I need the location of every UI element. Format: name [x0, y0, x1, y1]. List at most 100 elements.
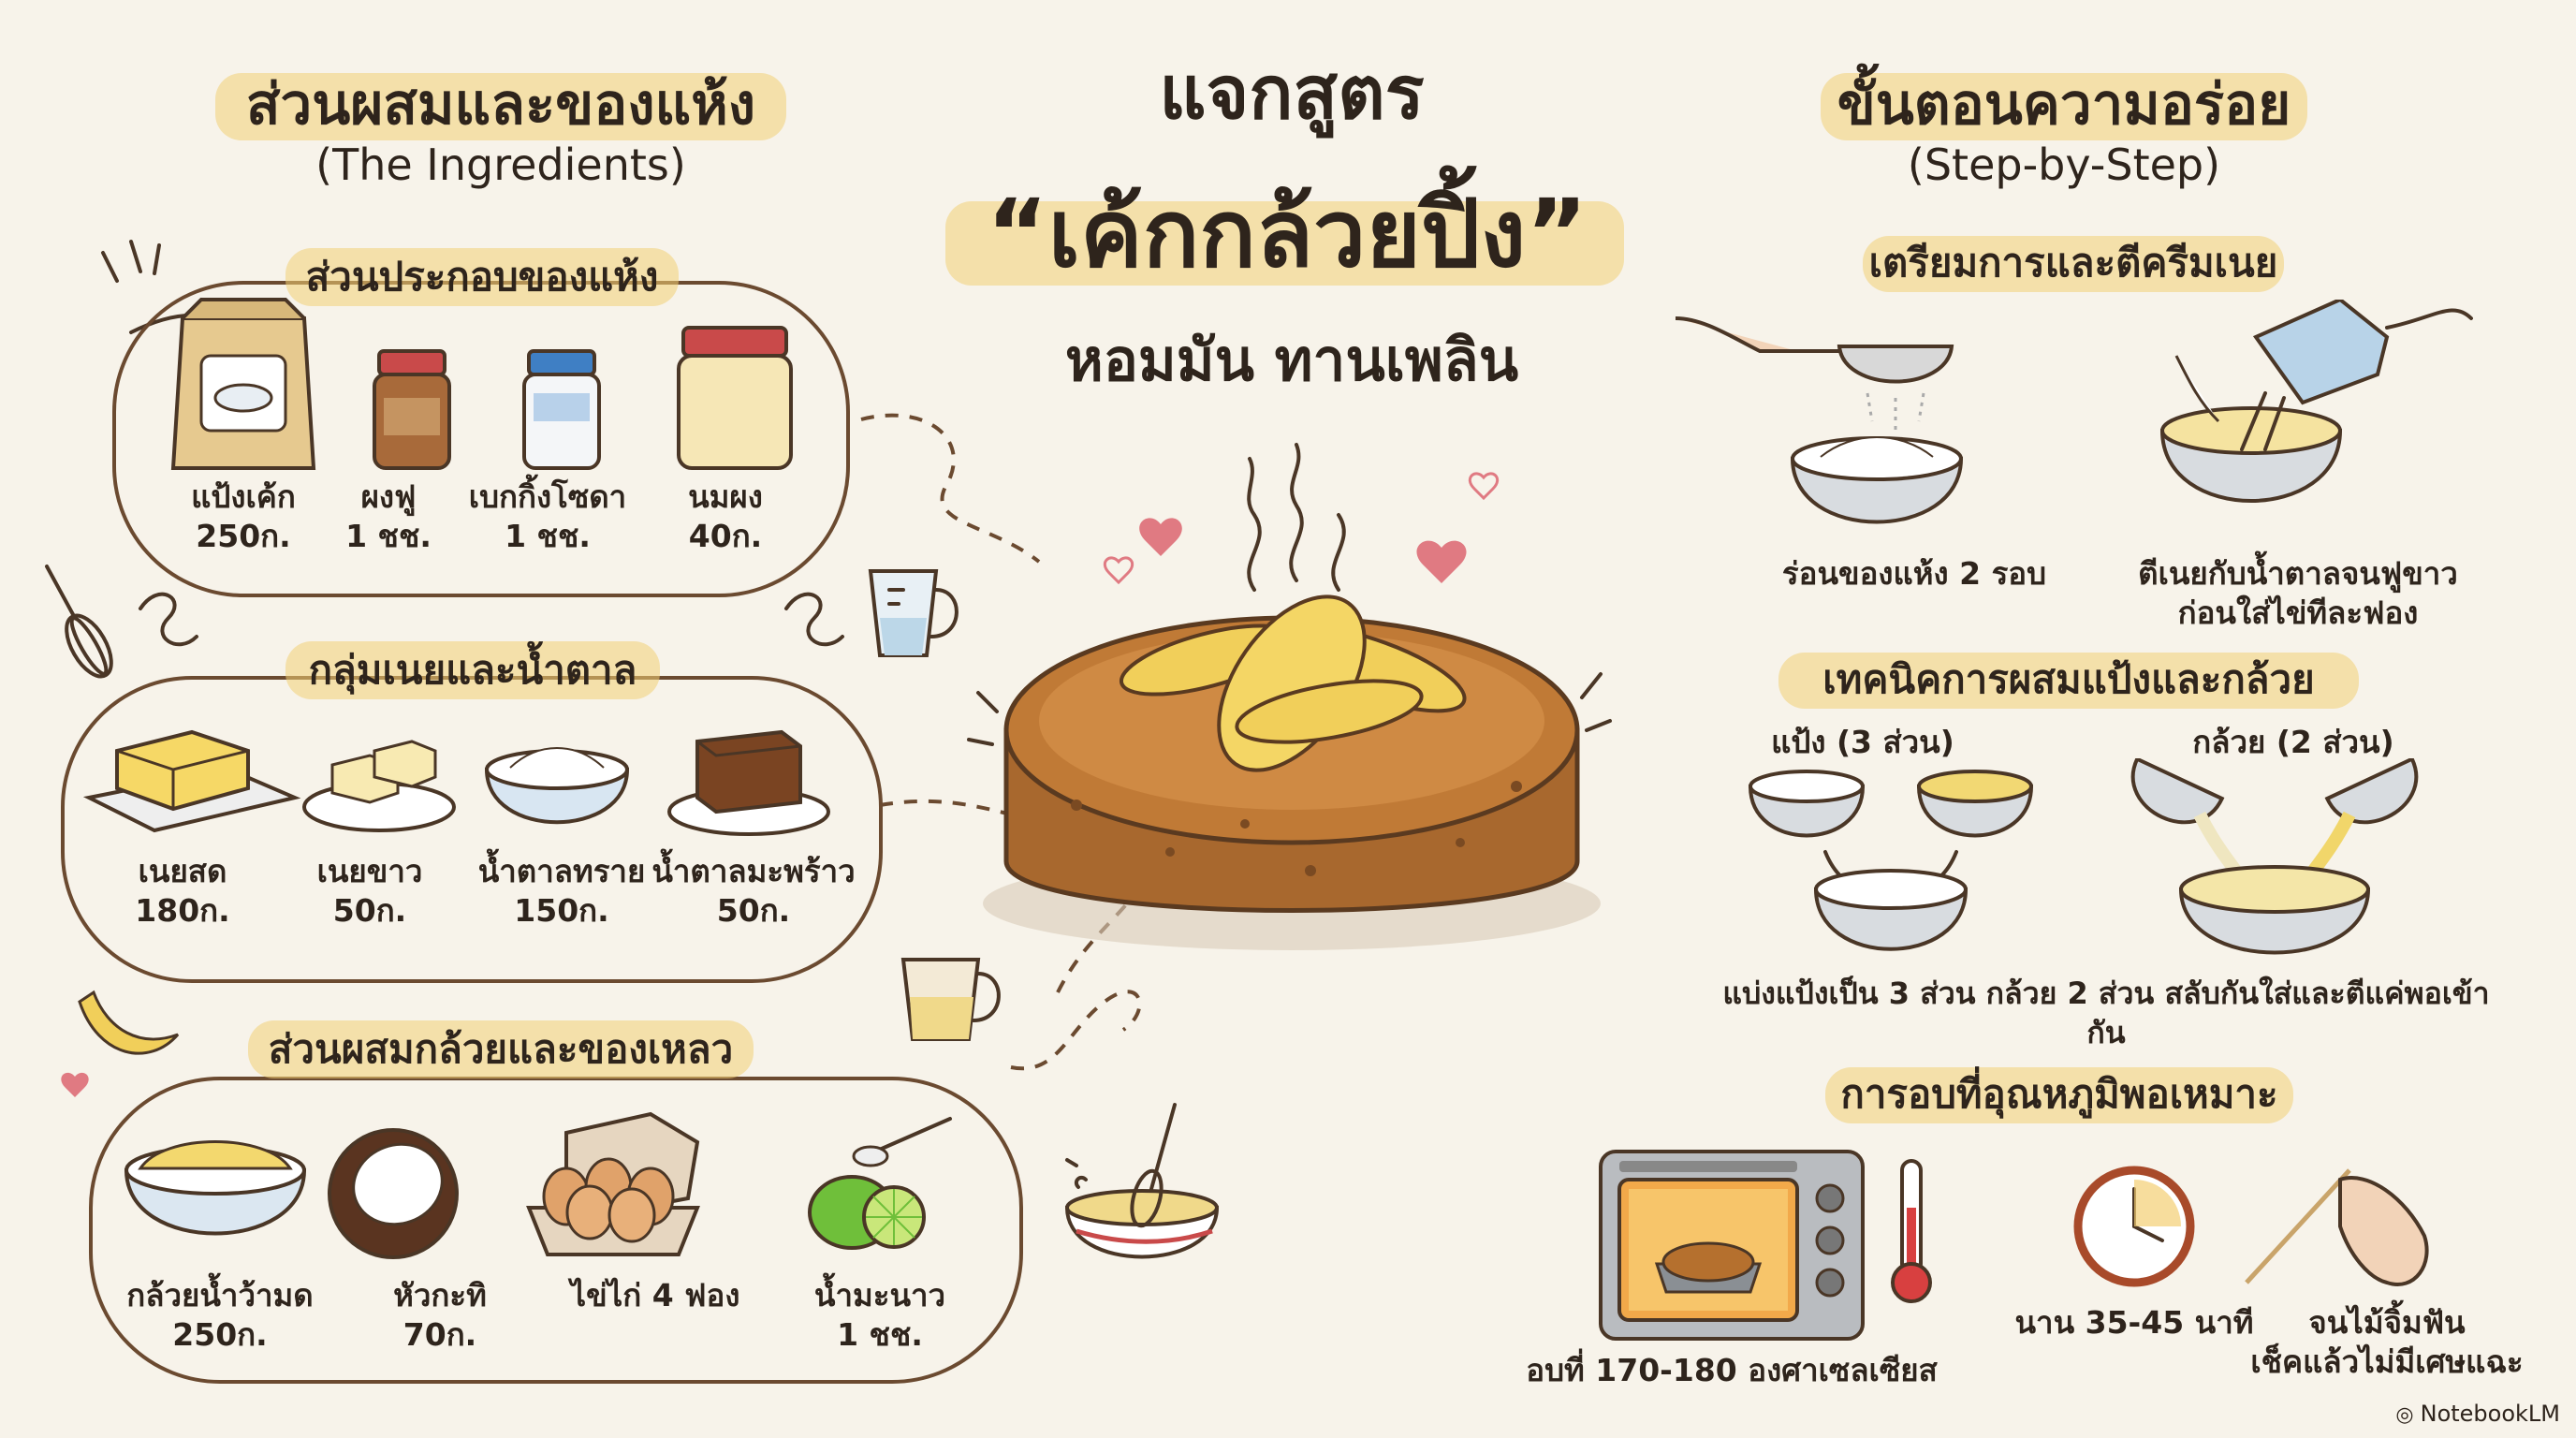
flour-parts-label: แป้ง (3 ส่วน): [1771, 724, 1954, 760]
butter-sugar-title: กลุ่มเนยและน้ำตาล: [308, 647, 637, 693]
connector-bottom: [1010, 990, 1142, 1071]
item-amount: 150ก.: [514, 892, 609, 929]
connector-top: [860, 413, 1041, 564]
item-name: เนยขาว: [316, 853, 423, 889]
connector-middle: [879, 799, 1012, 816]
item-amount: 50ก.: [716, 892, 791, 929]
mixing-bowl-icon: [2130, 758, 2419, 955]
item-name: กล้วยน้ำว้ามด: [126, 1277, 314, 1313]
item-name: นมผง: [688, 478, 763, 515]
ingredients-heading-highlight: [215, 73, 786, 140]
banana-cake-icon: [967, 443, 1612, 950]
bake-icons: [1599, 1150, 2429, 1341]
notebook-icon: ◎: [2395, 1403, 2421, 1427]
item-amount: 50ก.: [332, 892, 407, 929]
butter-icon: [82, 729, 301, 833]
milk-powder-jar-icon: [677, 326, 793, 470]
title-line3: หอมมัน ทานเพลิน: [1064, 326, 1519, 394]
title-line2: “เค้กกล้วยปิ้ง”: [987, 179, 1588, 288]
item-amount: 250ก.: [196, 518, 291, 554]
mix-icons: [1748, 758, 2419, 955]
item-name: เบกกิ้งโซดา: [468, 478, 627, 515]
banana-liquid-icons: [124, 1111, 952, 1259]
dry-ingredients-title: ส่วนประกอบของแห้ง: [305, 254, 659, 300]
prep-right-caption-2: ก่อนใส่ไข่ทีละฟอง: [2177, 594, 2419, 631]
thermometer-icon: [1891, 1159, 1932, 1303]
egg-carton-icon: [526, 1111, 700, 1256]
measuring-cup-icon: [900, 958, 1001, 1041]
item-amount: 70ก.: [402, 1316, 477, 1353]
whisk-icon: [45, 565, 113, 679]
ingredients-heading-en: (The Ingredients): [315, 139, 686, 190]
prep-title: เตรียมการและตีครีมเนย: [1868, 240, 2278, 286]
butter-title-highlight: [285, 641, 660, 699]
clock-icon: [2073, 1166, 2195, 1287]
mashed-banana-bowl-icon: [124, 1140, 307, 1236]
item-name: หัวกะทิ: [393, 1277, 487, 1313]
bake-temp-caption: อบที่ 170-180 องศาเซลเซียส: [1526, 1352, 1938, 1388]
heart-icon: [1416, 540, 1467, 583]
brand-label: ◎ NotebookLM: [2392, 1400, 2560, 1430]
palm-sugar-icon: [667, 729, 830, 836]
prep-right-caption-1: ตีเนยกับน้ำตาลจนฟูขาว: [2138, 555, 2458, 592]
butter-sugar-icons: [82, 729, 830, 836]
item-name: ไข่ไก่ 4 ฟอง: [570, 1277, 740, 1313]
banana-liquid-panel: [89, 1077, 1023, 1384]
sugar-bowl-icon: [484, 747, 630, 825]
item-amount: 250ก.: [172, 1316, 268, 1353]
mix-title-highlight: [1778, 653, 2359, 709]
shortening-icon: [302, 740, 456, 832]
prep-icons: [1675, 300, 2473, 524]
item-name: แป้งเค้ก: [191, 478, 296, 515]
heart-icon: [1139, 518, 1182, 556]
item-name: น้ำตาลมะพร้าว: [651, 853, 856, 889]
item-name: น้ำมะนาว: [813, 1277, 946, 1313]
soda-jar-icon: [522, 349, 601, 470]
doodle-left: [139, 592, 198, 647]
item-amount: 1 ชช.: [837, 1316, 923, 1353]
title-highlight: [945, 201, 1624, 286]
banana-icon: [78, 990, 180, 1055]
hand-mixer-icon: [2159, 300, 2473, 503]
brand-text: NotebookLM: [2420, 1401, 2560, 1427]
heart-icon: [1468, 472, 1500, 501]
bake-time-caption: นาน 35-45 นาที: [2014, 1304, 2254, 1341]
spice-jar-icon: [373, 349, 451, 470]
banana-liquid-title: ส่วนผสมกล้วยและของเหลว: [268, 1026, 734, 1072]
item-name: ผงฟู: [360, 478, 417, 515]
toothpick-icon: [2245, 1168, 2429, 1286]
dry-ingredient-icons: [170, 298, 793, 470]
mix-caption: แบ่งแป้งเป็น 3 ส่วน กล้วย 2 ส่วน สลับกัน…: [1722, 976, 2490, 1050]
item-amount: 180ก.: [135, 892, 230, 929]
title-line1: แจกสูตร: [1159, 51, 1425, 136]
prep-left-caption: ร่อนของแห้ง 2 รอบ: [1781, 555, 2047, 592]
heart-icon: [61, 1072, 89, 1097]
flour-bag-icon: [170, 298, 316, 470]
heart-icon: [1103, 556, 1134, 585]
dry-title-highlight: [285, 248, 679, 306]
sieve-icon: [1675, 316, 1954, 431]
bowl-icon: [1916, 770, 2034, 838]
item-amount: 1 ชช.: [345, 518, 432, 554]
bowl-icon: [1790, 436, 1964, 524]
prep-title-highlight: [1863, 236, 2284, 292]
bake-title-highlight: [1825, 1067, 2293, 1123]
steps-heading-en: (Step-by-Step): [1907, 139, 2221, 190]
banana-parts-label: กล้วย (2 ส่วน): [2192, 724, 2394, 760]
doodle-right: [784, 592, 844, 647]
measuring-cup-icon: [868, 569, 959, 657]
steps-heading-highlight: [1821, 73, 2307, 140]
coconut-icon: [328, 1128, 459, 1259]
bowl-icon: [1748, 770, 1866, 838]
banana-title-highlight: [248, 1020, 754, 1078]
item-name: เนยสด: [138, 853, 227, 889]
mix-title: เทคนิคการผสมแป้งและกล้วย: [1822, 656, 2315, 702]
item-amount: 40ก.: [688, 518, 763, 554]
toothpick-caption-2: เช็คแล้วไม่มีเศษแฉะ: [2250, 1343, 2524, 1380]
bowl-icon: [1813, 869, 1969, 951]
item-amount: 1 ชช.: [505, 518, 591, 554]
oven-icon: [1599, 1150, 1865, 1341]
bake-title: การอบที่อุณหภูมิพอเหมาะ: [1840, 1071, 2278, 1117]
